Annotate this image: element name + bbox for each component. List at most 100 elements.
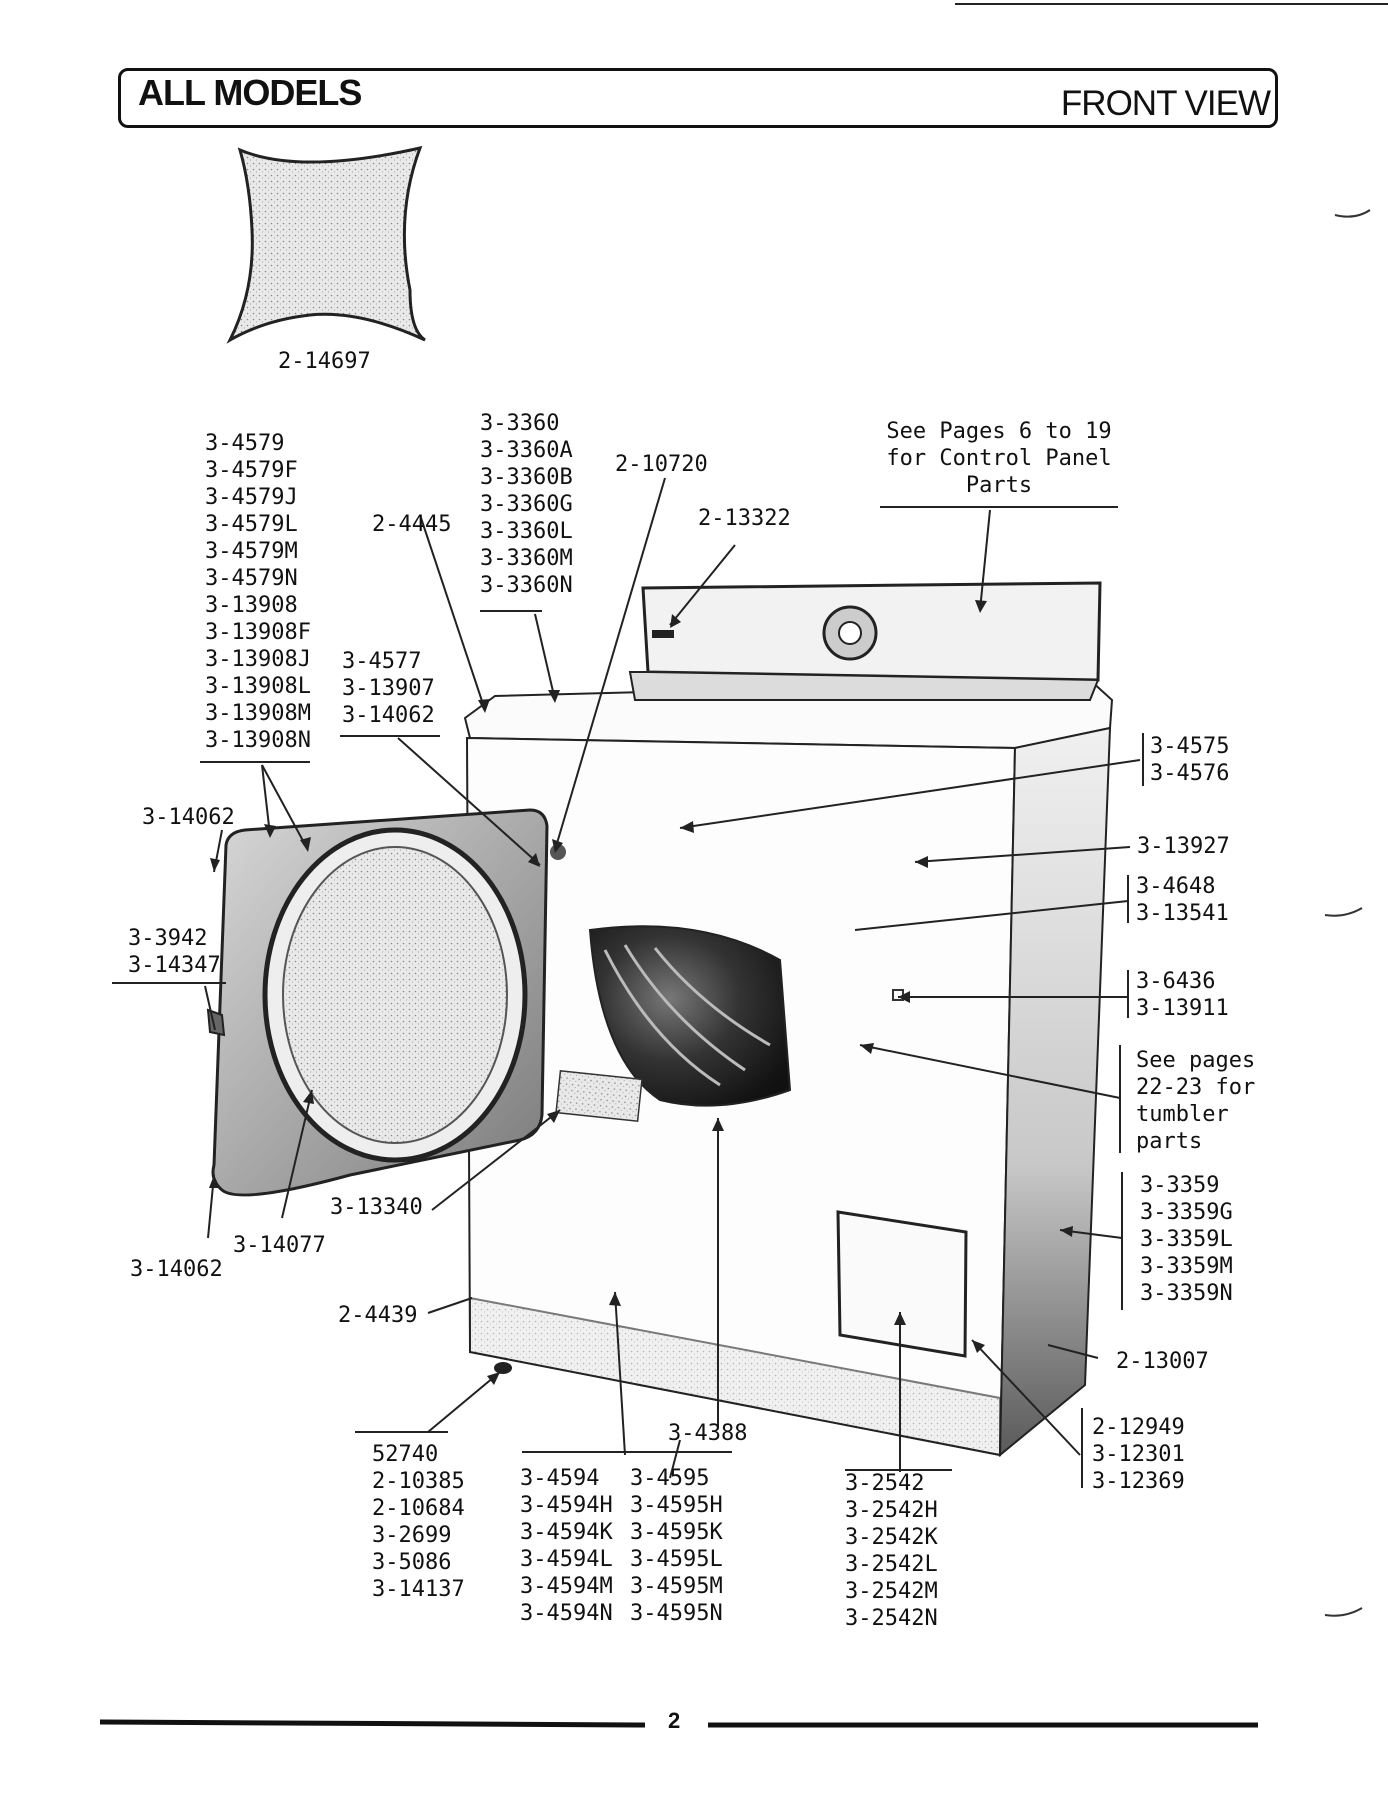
part-label: 3-3359G [1140, 1200, 1233, 1225]
note-line: See pages [1136, 1048, 1256, 1073]
toe-kick [469, 1296, 1001, 1457]
part-label: 3-3359L [1140, 1227, 1233, 1252]
part-label: 3-4594K [520, 1520, 613, 1545]
part-label: 3-4595M [630, 1574, 723, 1599]
header-title-left: ALL MODELS [138, 72, 362, 113]
control-dial-center [838, 621, 862, 645]
scan-mark [1324, 907, 1363, 917]
label-group-12949: 2-12949 3-12301 3-12369 [1092, 1414, 1185, 1495]
part-label: 3-4579L [205, 512, 298, 537]
part-label: 52740 [372, 1442, 439, 1467]
part-label: 3-14137 [372, 1577, 465, 1602]
part-label: 3-13907 [342, 676, 435, 701]
scan-mark [1324, 1607, 1363, 1617]
part-label: 3-4595N [630, 1601, 723, 1626]
note-line: 22-23 for [1136, 1075, 1256, 1100]
label-group-52740: 52740 2-10385 2-10684 3-2699 3-5086 3-14… [372, 1441, 465, 1603]
part-label: 3-12369 [1092, 1469, 1185, 1494]
label-group-top: 3-3360 3-3360A 3-3360B 3-3360G 3-3360L 3… [480, 410, 573, 599]
part-label: 3-3360A [480, 438, 573, 463]
part-label: 3-4594H [520, 1493, 613, 1518]
part-label: 3-3359 [1140, 1173, 1220, 1198]
note-line: Parts [965, 473, 1033, 498]
note-line: for Control Panel [886, 446, 1112, 471]
drum-ribs [603, 944, 771, 1087]
part-label: 3-12301 [1092, 1442, 1185, 1467]
part-label: 3-13908J [205, 647, 311, 672]
part-label: 3-13908 [205, 593, 298, 618]
part-label: 2-10385 [372, 1469, 465, 1494]
part-label-2-4445: 2-4445 [372, 512, 452, 537]
part-label: 3-3360M [480, 546, 573, 571]
part-label: 3-13908F [205, 620, 311, 645]
note-line: tumbler [1136, 1102, 1229, 1127]
part-label: 3-4594 [520, 1466, 600, 1491]
drum-opening [588, 925, 792, 1107]
part-label: 3-3359M [1140, 1254, 1233, 1279]
part-label: 3-4595K [630, 1520, 723, 1545]
part-label-3-14062-lower: 3-14062 [130, 1257, 223, 1282]
scan-mark [1334, 209, 1371, 218]
part-label: 3-3360N [480, 573, 573, 598]
part-label: 3-4579J [205, 485, 298, 510]
leveling-leg [494, 1362, 512, 1374]
part-label: 3-3360G [480, 492, 573, 517]
part-label: 3-5086 [372, 1550, 452, 1575]
part-label: 3-2542K [845, 1525, 938, 1550]
part-label-3-13927: 3-13927 [1137, 834, 1230, 859]
part-label: 3-13911 [1136, 996, 1229, 1021]
part-label: 3-14062 [342, 703, 435, 728]
label-group-2542: 3-2542 3-2542H 3-2542K 3-2542L 3-2542M 3… [845, 1470, 938, 1632]
part-label-3-13340: 3-13340 [330, 1195, 423, 1220]
label-group-4595: 3-4595 3-4595H 3-4595K 3-4595L 3-4595M 3… [630, 1465, 723, 1627]
part-label: 3-3942 [128, 926, 208, 951]
part-label: 3-13908M [205, 701, 311, 726]
label-group-hinge: 3-4577 3-13907 3-14062 [342, 648, 435, 729]
part-label: 3-3360L [480, 519, 573, 544]
part-label: 3-2542H [845, 1498, 938, 1523]
page-number: 2 [668, 1708, 681, 1733]
part-label: 3-3360B [480, 465, 573, 490]
part-label: 3-4595L [630, 1547, 723, 1572]
part-label: 3-4595 [630, 1466, 710, 1491]
control-panel-base [628, 671, 1100, 701]
part-label: 3-4579N [205, 566, 298, 591]
part-label: 3-4579 [205, 431, 285, 456]
part-label-2-10720: 2-10720 [615, 452, 708, 477]
part-label: 3-2542 [845, 1471, 925, 1496]
part-label: 3-13908L [205, 674, 311, 699]
part-label-2-13322: 2-13322 [698, 506, 791, 531]
note-tumbler: See pages 22-23 for tumbler parts [1136, 1047, 1255, 1155]
label-group-3359: 3-3359 3-3359G 3-3359L 3-3359M 3-3359N [1140, 1172, 1233, 1307]
label-group-6436: 3-6436 3-13911 [1136, 968, 1229, 1022]
part-label: 3-4579M [205, 539, 298, 564]
leader-arrowheads [209, 600, 1073, 1385]
part-label: 3-2542L [845, 1552, 938, 1577]
label-group-4594: 3-4594 3-4594H 3-4594K 3-4594L 3-4594M 3… [520, 1465, 613, 1627]
part-label: 3-4576 [1150, 761, 1230, 786]
part-label: 3-4575 [1150, 734, 1230, 759]
header-title-right: FRONT VIEW [1060, 84, 1271, 123]
part-label-3-4388: 3-4388 [668, 1421, 748, 1446]
access-panel [836, 1210, 968, 1358]
cabinet-side [998, 726, 1112, 1458]
header-frame [118, 68, 1278, 128]
inset-part-shape [226, 145, 426, 344]
instruction-label [555, 1070, 643, 1122]
part-label: 3-4594M [520, 1574, 613, 1599]
part-label: 3-4577 [342, 649, 422, 674]
door-window-inner [282, 846, 508, 1144]
part-label: 3-4579F [205, 458, 298, 483]
inset-part-label: 2-14697 [278, 349, 371, 374]
part-label: 3-4595H [630, 1493, 723, 1518]
leader-lines [112, 477, 1144, 1488]
part-label: 3-13541 [1136, 901, 1229, 926]
part-label: 3-2542N [845, 1606, 938, 1631]
label-group-door-seal: 3-4579 3-4579F 3-4579J 3-4579L 3-4579M 3… [205, 430, 311, 754]
part-label: 3-13908N [205, 728, 311, 753]
part-label-2-4439: 2-4439 [338, 1303, 418, 1328]
note-line: See Pages 6 to 19 [886, 419, 1112, 444]
part-label: 3-2699 [372, 1523, 452, 1548]
part-label-3-14077: 3-14077 [233, 1233, 326, 1258]
